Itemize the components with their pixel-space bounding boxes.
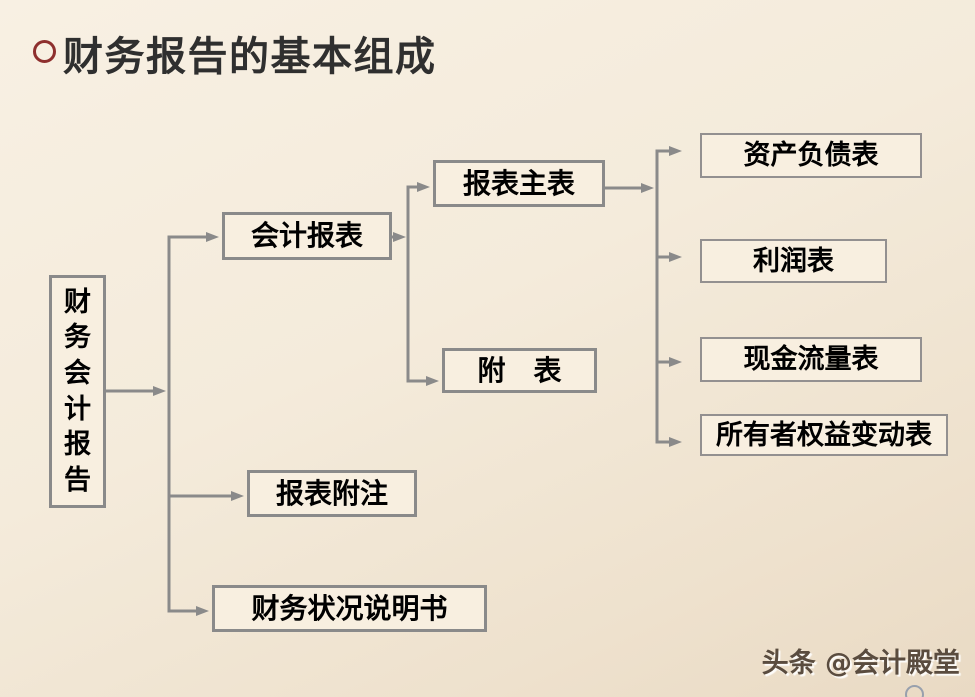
node-statement-of-changes-in-owners-equity: 所有者权益变动表 xyxy=(700,414,948,456)
node-label: 利润表 xyxy=(753,245,834,277)
node-supplementary-schedules: 附 表 xyxy=(442,348,597,393)
node-cash-flow-statement: 现金流量表 xyxy=(700,337,922,382)
node-label: 报表主表 xyxy=(462,166,575,200)
node-label: 现金流量表 xyxy=(743,344,879,375)
node-main-statements: 报表主表 xyxy=(433,160,605,207)
node-label: 报表附注 xyxy=(275,476,388,510)
node-label: 附 表 xyxy=(477,353,562,387)
node-label: 所有者权益变动表 xyxy=(716,419,932,451)
page-number-circle xyxy=(905,685,924,697)
node-label: 会计报表 xyxy=(250,219,363,252)
node-label: 财务会计报告 xyxy=(64,286,91,496)
node-label: 资产负债表 xyxy=(743,140,879,171)
node-statement-of-financial-condition: 财务状况说明书 xyxy=(212,585,487,632)
page-title: 财务报告的基本组成 xyxy=(63,34,437,80)
node-balance-sheet: 资产负债表 xyxy=(700,133,922,178)
node-financial-accounting-report: 财务会计报告 xyxy=(49,275,106,508)
watermark: 头条 @会计殿堂 xyxy=(761,648,960,679)
node-notes-to-statements: 报表附注 xyxy=(247,470,417,517)
node-label: 财务状况说明书 xyxy=(251,591,448,625)
title-bullet-icon xyxy=(33,40,56,63)
node-income-statement: 利润表 xyxy=(700,239,887,283)
node-accounting-statements: 会计报表 xyxy=(222,212,392,260)
